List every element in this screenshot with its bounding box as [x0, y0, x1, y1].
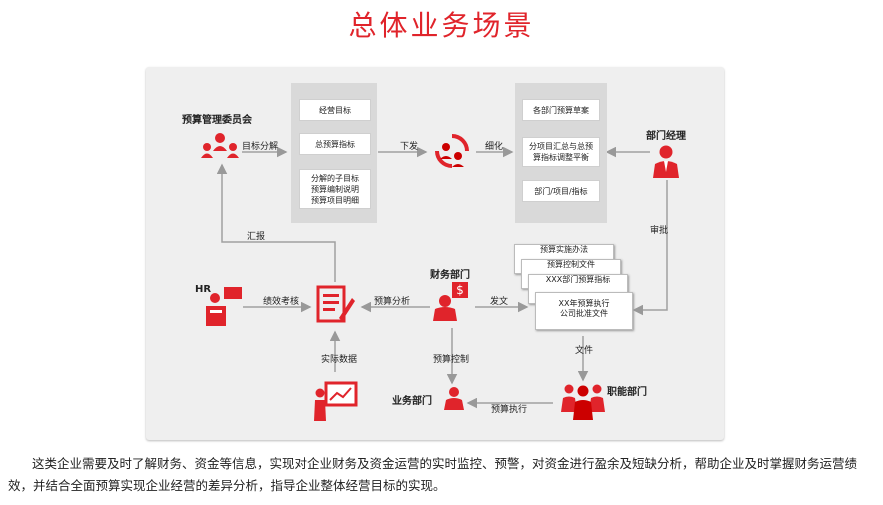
label-send: 发文 [490, 297, 509, 307]
doc-approval: XX年预算执行 公司批准文件 [535, 292, 633, 330]
document-edit-icon [316, 285, 355, 323]
business-dept-label: 业务部门 [392, 396, 432, 407]
edge-approve [632, 180, 668, 316]
business-icon [444, 387, 464, 410]
finance-icon: $ [433, 282, 468, 321]
box-sub-targets: 分解的子目标 预算编制说明 预算项目明细 [299, 169, 371, 209]
box-total-budget-index: 总预算指标 [299, 133, 371, 155]
svg-text:$: $ [456, 283, 464, 297]
label-analysis: 预算分析 [374, 297, 411, 307]
label-execute: 预算执行 [491, 405, 528, 415]
edge-report [216, 163, 336, 282]
diagram-panel [146, 67, 724, 440]
label-approve: 审批 [650, 226, 669, 236]
label-actual: 实际数据 [321, 355, 358, 365]
functional-dept-label: 职能部门 [607, 387, 647, 398]
dept-manager-label: 部门经理 [646, 131, 686, 142]
label-file: 文件 [575, 346, 594, 356]
hr-label: HR [195, 284, 212, 295]
label-issue: 下发 [400, 142, 419, 152]
team-icon [561, 384, 605, 420]
description-paragraph: 这类企业需要及时了解财务、资金等信息，实现对企业财务及资金运营的实时监控、预警，… [8, 456, 858, 493]
box-business-target: 经营目标 [299, 99, 371, 121]
cycle-icon [435, 134, 469, 168]
label-control: 预算控制 [433, 355, 470, 365]
box-summary-balance: 分项目汇总与总预 算指标调整平衡 [522, 137, 600, 167]
committee-icon [201, 133, 239, 158]
box-dept-project-index: 部门/项目/指标 [522, 180, 600, 202]
committee-label: 预算管理委员会 [182, 115, 252, 126]
label-report: 汇报 [247, 232, 266, 242]
label-refine: 细化 [485, 142, 504, 152]
label-perf: 绩效考核 [263, 297, 300, 307]
box-dept-draft: 各部门预算草案 [522, 99, 600, 121]
presentation-icon [314, 381, 358, 421]
speaker-icon [206, 287, 242, 326]
page-title: 总体业务场景 [348, 9, 535, 42]
label-target-split: 目标分解 [242, 142, 279, 152]
manager-icon [653, 145, 679, 178]
finance-label: 财务部门 [430, 270, 470, 281]
